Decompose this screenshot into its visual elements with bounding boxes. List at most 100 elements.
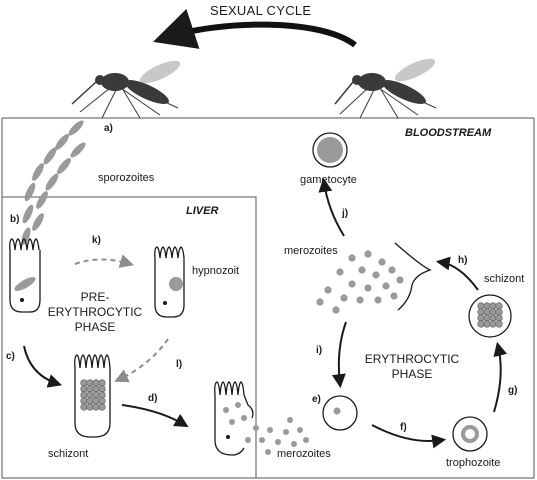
merozoite-dot — [324, 286, 332, 294]
merozoite-dot — [489, 302, 497, 310]
merozoite-dot — [92, 403, 100, 411]
liver-cell-infected — [9, 238, 41, 313]
arrow-i — [331, 321, 347, 389]
trophozoite-cell — [452, 416, 488, 452]
merozoite-dot — [483, 320, 491, 328]
step-l-label: l) — [176, 359, 183, 370]
step-g-label: g) — [508, 385, 518, 396]
left-mosquito-icon — [71, 60, 181, 119]
step-d-label: d) — [148, 393, 158, 404]
merozoite-dot — [80, 391, 88, 399]
step-a-label: a) — [104, 123, 113, 134]
merozoite-dot — [483, 308, 491, 316]
pre-erythrocytic-phase-label: PRE- ERYTHROCYTIC PHASE — [47, 290, 143, 334]
merozoite-dot — [489, 308, 497, 316]
step-k-label: k) — [92, 235, 101, 246]
merozoite-dot — [245, 437, 251, 443]
liver-label: LIVER — [186, 205, 219, 217]
merozoite-dot — [92, 379, 100, 387]
liver-schizont-merozoites — [80, 379, 106, 411]
step-f-label: f) — [400, 422, 407, 433]
merozoite-dot — [388, 266, 396, 274]
sporozoites-label: sporozoites — [98, 172, 155, 184]
merozoite-dot — [364, 284, 372, 292]
merozoite-dot — [265, 449, 271, 455]
step-i-label: i) — [316, 345, 323, 356]
red-blood-cell-infected — [322, 395, 358, 431]
merozoite-dot — [287, 417, 293, 423]
merozoite-dot — [477, 320, 485, 328]
merozoite-dot — [253, 425, 259, 431]
merozoite-dot — [382, 282, 390, 290]
merozoite-dot — [495, 302, 503, 310]
sexual-cycle-arrow — [153, 8, 357, 49]
merozoite-dot — [86, 397, 94, 405]
merozoite-dot — [86, 379, 94, 387]
liver-schizont-label: schizont — [48, 448, 89, 460]
arrow-h — [435, 256, 479, 291]
merozoite-dot — [98, 391, 106, 399]
merozoite-dot — [241, 415, 247, 421]
merozoite-dot — [80, 403, 88, 411]
merozoite-dot — [483, 314, 491, 322]
merozoite-dot — [303, 437, 309, 443]
merozoite-dot — [348, 280, 356, 288]
gametocyte-cell — [312, 132, 348, 168]
merozoite-dot — [86, 385, 94, 393]
merozoite-dot — [364, 250, 372, 258]
arrow-g — [493, 341, 508, 413]
merozoite-dot — [489, 320, 497, 328]
merozoite-dot — [223, 407, 229, 413]
merozoite-dot — [92, 391, 100, 399]
merozoite-dot — [489, 314, 497, 322]
sporozoites-icon — [21, 120, 86, 245]
bloodstream-box — [1, 117, 535, 479]
merozoite-dot — [267, 427, 273, 433]
liver-box — [2, 196, 257, 478]
hypnozoit-label: hypnozoit — [192, 265, 240, 277]
merozoite-dot — [477, 302, 485, 310]
merozoite-dot — [92, 397, 100, 405]
merozoite-dot — [86, 391, 94, 399]
merozoite-dot — [316, 298, 324, 306]
arrow-k — [74, 254, 135, 268]
bloodstream-label: BLOODSTREAM — [405, 127, 492, 139]
step-e-label: e) — [312, 394, 321, 405]
liver-merozoites-label: merozoites — [277, 448, 331, 460]
merozoite-dot — [372, 271, 380, 279]
erythrocytic-phase-label: ERYTHROCYTIC PHASE — [364, 352, 460, 381]
arrow-c — [23, 345, 62, 388]
sexual-cycle-title: SEXUAL CYCLE — [210, 3, 312, 18]
merozoite-dot — [378, 258, 386, 266]
merozoite-dot — [495, 308, 503, 316]
merozoite-dot — [396, 276, 404, 284]
arrow-l — [114, 338, 169, 383]
right-mosquito-icon — [334, 58, 437, 119]
step-j-label: j) — [342, 208, 349, 219]
merozoite-dot — [477, 308, 485, 316]
merozoite-dot — [291, 441, 297, 447]
hypnozoite-cell — [154, 246, 185, 318]
merozoite-dot — [477, 314, 485, 322]
merozoite-dot — [483, 302, 491, 310]
merozoite-dot — [98, 385, 106, 393]
merozoite-dot — [356, 296, 364, 304]
merozoite-dot — [297, 427, 303, 433]
merozoite-dot — [259, 437, 265, 443]
merozoite-dot — [495, 320, 503, 328]
liver-released-merozoites — [223, 402, 309, 455]
arrow-f — [371, 424, 447, 449]
merozoite-dot — [98, 379, 106, 387]
merozoite-dot — [336, 268, 344, 276]
merozoite-dot — [92, 385, 100, 393]
merozoite-dot — [348, 254, 356, 262]
merozoite-dot — [332, 306, 340, 314]
liver-schizont-cell — [74, 354, 111, 438]
step-h-label: h) — [458, 255, 468, 266]
blood-schizont-merozoites — [477, 302, 503, 328]
step-b-label: b) — [10, 214, 20, 225]
merozoite-dot — [98, 403, 106, 411]
merozoite-dot — [390, 292, 398, 300]
step-c-label: c) — [6, 351, 15, 362]
